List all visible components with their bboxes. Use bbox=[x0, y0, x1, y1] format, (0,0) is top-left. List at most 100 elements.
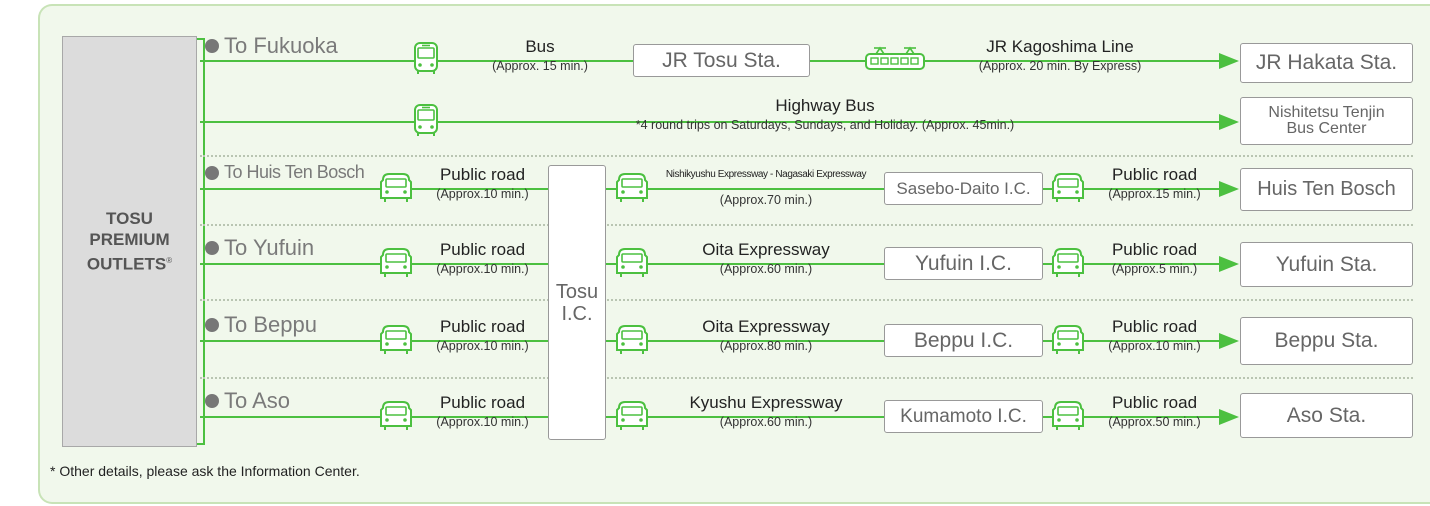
interchange-yufuin: Yufuin I.C. bbox=[884, 247, 1043, 280]
mode-title: Public road bbox=[439, 240, 526, 259]
dest-beppu-sta: Beppu Sta. bbox=[1240, 317, 1413, 365]
mode-title: Oita Expressway bbox=[702, 240, 830, 259]
registered-mark: ® bbox=[166, 256, 173, 266]
interchange-sasebo-daito: Sasebo-Daito I.C. bbox=[884, 172, 1043, 205]
origin-name: TOSU PREMIUM OUTLETS® bbox=[86, 209, 173, 274]
route-line bbox=[200, 188, 548, 190]
mode-public-road: Public road (Approx.10 min.) bbox=[420, 165, 545, 203]
bullet-icon bbox=[205, 318, 219, 332]
route-panel bbox=[38, 4, 1430, 504]
car-icon bbox=[378, 322, 414, 356]
mode-time: (Approx.10 min.) bbox=[436, 262, 529, 276]
train-icon bbox=[864, 45, 926, 75]
car-icon bbox=[614, 170, 650, 204]
dest-label-fukuoka: To Fukuoka bbox=[205, 33, 338, 59]
car-icon bbox=[1050, 322, 1086, 356]
car-icon bbox=[378, 398, 414, 432]
row-separator bbox=[200, 377, 1413, 379]
footnote: * Other details, please ask the Informat… bbox=[50, 463, 360, 479]
route-line bbox=[1043, 416, 1229, 418]
mode-time: (Approx.15 min.) bbox=[1108, 187, 1201, 201]
mode-title: Nishikyushu Expressway - Nagasaki Expres… bbox=[665, 169, 867, 180]
row-separator bbox=[200, 155, 1413, 157]
bullet-icon bbox=[205, 39, 219, 53]
mode-title: Kyushu Expressway bbox=[689, 393, 843, 412]
mode-time: (Approx. 15 min.) bbox=[492, 59, 588, 73]
origin-box: TOSU PREMIUM OUTLETS® bbox=[62, 36, 197, 447]
route-line bbox=[606, 416, 884, 418]
bullet-icon bbox=[205, 394, 219, 408]
mode-time: *4 round trips on Saturdays, Sundays, an… bbox=[635, 118, 1015, 132]
mode-title: JR Kagoshima Line bbox=[986, 37, 1134, 56]
bullet-icon bbox=[205, 241, 219, 255]
route-line bbox=[606, 340, 884, 342]
route-line bbox=[606, 188, 884, 190]
route-line bbox=[200, 340, 548, 342]
mode-time: (Approx.50 min.) bbox=[1108, 415, 1201, 429]
bullet-icon bbox=[205, 165, 219, 180]
mode-title: Public road bbox=[439, 393, 526, 412]
car-icon bbox=[614, 322, 650, 356]
row-separator bbox=[200, 224, 1413, 226]
route-line bbox=[200, 121, 1229, 123]
mode-public-road: Public road (Approx.10 min.) bbox=[420, 393, 545, 431]
mode-time: (Approx.60 min.) bbox=[719, 262, 813, 276]
mode-time: (Approx.10 min.) bbox=[1108, 339, 1201, 353]
dest-nishitetsu-tenjin: Nishitetsu Tenjin Bus Center bbox=[1240, 97, 1413, 145]
car-icon bbox=[614, 398, 650, 432]
route-line bbox=[1043, 340, 1229, 342]
mode-public-road: Public road (Approx.10 min.) bbox=[1092, 317, 1217, 355]
mode-expressway: Oita Expressway (Approx.60 min.) bbox=[655, 240, 877, 278]
route-line bbox=[606, 263, 884, 265]
origin-bracket bbox=[197, 38, 205, 445]
arrow-icon bbox=[1219, 409, 1239, 425]
dest-aso-sta: Aso Sta. bbox=[1240, 393, 1413, 438]
interchange-beppu: Beppu I.C. bbox=[884, 324, 1043, 357]
mode-public-road: Public road (Approx.10 min.) bbox=[420, 317, 545, 355]
mode-time: (Approx.60 min.) bbox=[719, 415, 813, 429]
mode-time: (Approx.10 min.) bbox=[436, 187, 529, 201]
interchange-kumamoto: Kumamoto I.C. bbox=[884, 400, 1043, 433]
route-line bbox=[1043, 188, 1229, 190]
row-separator bbox=[200, 299, 1413, 301]
route-line bbox=[200, 416, 548, 418]
mode-title: Highway Bus bbox=[775, 96, 875, 115]
station-jr-tosu: JR Tosu Sta. bbox=[633, 44, 810, 77]
bus-icon bbox=[408, 103, 444, 137]
mode-expressway: Nishikyushu Expressway - Nagasaki Expres… bbox=[655, 165, 877, 209]
arrow-icon bbox=[1219, 181, 1239, 197]
mode-time: (Approx.5 min.) bbox=[1111, 262, 1198, 276]
mode-time: (Approx.80 min.) bbox=[719, 339, 813, 353]
mode-title: Public road bbox=[439, 165, 526, 184]
mode-title: Bus bbox=[525, 37, 555, 56]
car-icon bbox=[1050, 170, 1086, 204]
car-icon bbox=[378, 170, 414, 204]
mode-time: (Approx.70 min.) bbox=[719, 193, 813, 207]
mode-public-road: Public road (Approx.15 min.) bbox=[1092, 165, 1217, 203]
arrow-icon bbox=[1219, 256, 1239, 272]
route-line bbox=[1043, 263, 1229, 265]
arrow-icon bbox=[1219, 333, 1239, 349]
mode-title: Public road bbox=[1111, 393, 1198, 412]
mode-expressway: Oita Expressway (Approx.80 min.) bbox=[655, 317, 877, 355]
dest-yufuin-sta: Yufuin Sta. bbox=[1240, 242, 1413, 287]
car-icon bbox=[1050, 398, 1086, 432]
mode-expressway: Kyushu Expressway (Approx.60 min.) bbox=[655, 393, 877, 431]
dest-label-beppu: To Beppu bbox=[205, 312, 317, 338]
mode-public-road: Public road (Approx.50 min.) bbox=[1092, 393, 1217, 431]
mode-title: Public road bbox=[439, 317, 526, 336]
tosu-ic-box: Tosu I.C. bbox=[548, 165, 606, 440]
dest-huis-ten-bosch: Huis Ten Bosch bbox=[1240, 168, 1413, 211]
mode-title: Public road bbox=[1111, 165, 1198, 184]
mode-title: Public road bbox=[1111, 240, 1198, 259]
car-icon bbox=[378, 245, 414, 279]
mode-title: Oita Expressway bbox=[702, 317, 830, 336]
mode-bus: Bus (Approx. 15 min.) bbox=[460, 37, 620, 75]
dest-jr-hakata: JR Hakata Sta. bbox=[1240, 43, 1413, 83]
route-line bbox=[809, 60, 1229, 62]
arrow-icon bbox=[1219, 53, 1239, 69]
mode-time: (Approx.10 min.) bbox=[436, 339, 529, 353]
car-icon bbox=[1050, 245, 1086, 279]
dest-label-huis-ten-bosch: To Huis Ten Bosch bbox=[205, 162, 365, 183]
arrow-icon bbox=[1219, 114, 1239, 130]
